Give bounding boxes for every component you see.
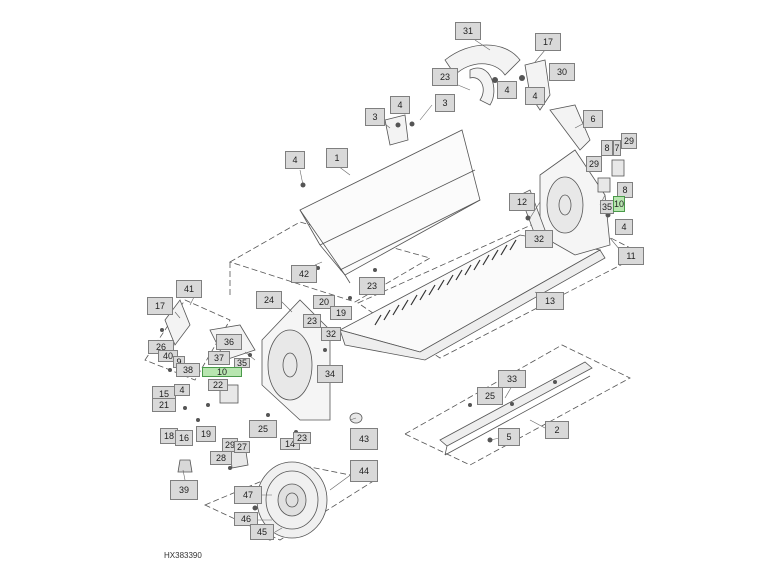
callout-4[interactable]: 4	[285, 151, 305, 169]
callout-35[interactable]: 35	[600, 200, 614, 214]
callout-38[interactable]: 38	[176, 363, 200, 377]
callout-17[interactable]: 17	[535, 33, 561, 51]
small-bracket	[384, 114, 409, 146]
callout-23[interactable]: 23	[359, 277, 385, 295]
callout-19[interactable]: 19	[196, 426, 216, 442]
callout-47[interactable]: 47	[234, 486, 262, 504]
callout-46[interactable]: 46	[234, 512, 258, 526]
callout-36[interactable]: 36	[216, 334, 242, 350]
callout-42[interactable]: 42	[291, 265, 317, 283]
callout-32[interactable]: 32	[525, 230, 553, 248]
callout-34[interactable]: 34	[317, 365, 343, 383]
curved-guard	[444, 44, 521, 106]
callout-17[interactable]: 17	[147, 297, 173, 315]
callout-10-highlighted[interactable]: 10	[202, 367, 242, 377]
callout-33[interactable]: 33	[498, 370, 526, 388]
callout-30[interactable]: 30	[549, 63, 575, 81]
callout-4[interactable]: 4	[615, 219, 633, 235]
callout-27[interactable]: 27	[234, 441, 250, 453]
top-cover-panel	[299, 129, 481, 284]
callout-7[interactable]: 7	[613, 140, 621, 156]
callout-24[interactable]: 24	[256, 291, 282, 309]
callout-20[interactable]: 20	[313, 295, 335, 309]
callout-21[interactable]: 21	[152, 398, 176, 412]
callout-4[interactable]: 4	[497, 81, 517, 99]
callout-43[interactable]: 43	[350, 428, 378, 450]
callout-44[interactable]: 44	[350, 460, 378, 482]
callout-4[interactable]: 4	[174, 384, 190, 396]
dashed-outline-upper	[229, 211, 643, 359]
callout-6[interactable]: 6	[583, 110, 603, 128]
callout-16[interactable]: 16	[175, 430, 193, 446]
callout-25[interactable]: 25	[477, 387, 503, 405]
right-end-plate	[539, 149, 611, 256]
callout-4[interactable]: 4	[390, 96, 410, 114]
figure-id: HX383390	[164, 551, 202, 560]
callout-32[interactable]: 32	[321, 327, 341, 341]
callout-3[interactable]: 3	[365, 108, 385, 126]
callout-11[interactable]: 11	[618, 247, 644, 265]
callout-4[interactable]: 4	[525, 87, 545, 105]
callout-28[interactable]: 28	[210, 451, 232, 465]
callout-23[interactable]: 23	[432, 68, 458, 86]
left-end-plate	[261, 299, 331, 421]
callout-29[interactable]: 29	[621, 133, 637, 149]
callout-35[interactable]: 35	[234, 358, 250, 368]
callout-41[interactable]: 41	[176, 280, 202, 298]
callout-25[interactable]: 25	[249, 420, 277, 438]
callout-19[interactable]: 19	[330, 306, 352, 320]
callout-1[interactable]: 1	[326, 148, 348, 168]
callout-37[interactable]: 37	[208, 351, 230, 365]
callout-39[interactable]: 39	[170, 480, 198, 500]
callout-10-highlighted[interactable]: 10	[613, 196, 625, 212]
callout-22[interactable]: 22	[208, 379, 228, 391]
callout-5[interactable]: 5	[498, 428, 520, 446]
callout-45[interactable]: 45	[250, 524, 274, 540]
callout-8[interactable]: 8	[617, 182, 633, 198]
perforated-pan	[338, 234, 606, 361]
callout-31[interactable]: 31	[455, 22, 481, 40]
callout-23[interactable]: 23	[303, 314, 321, 328]
wheel	[256, 461, 328, 539]
callout-29[interactable]: 29	[586, 156, 602, 172]
callout-13[interactable]: 13	[536, 292, 564, 310]
callout-12[interactable]: 12	[509, 193, 535, 211]
callout-8[interactable]: 8	[601, 140, 613, 156]
callout-23[interactable]: 23	[293, 432, 311, 444]
callout-2[interactable]: 2	[545, 421, 569, 439]
arm-bracket	[549, 104, 591, 151]
callout-3[interactable]: 3	[435, 94, 455, 112]
